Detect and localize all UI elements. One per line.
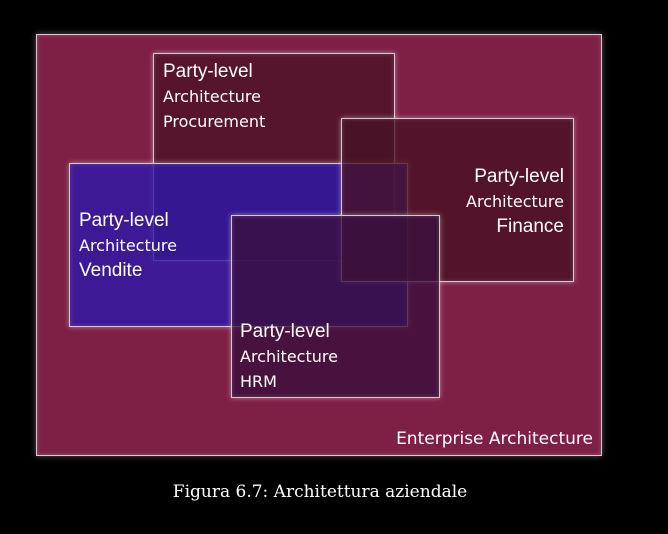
figure-caption: Figura 6.7: Architettura aziendale — [172, 482, 468, 502]
hrm-line3: HRM — [240, 372, 277, 391]
procurement-line1: Party-level — [163, 61, 253, 82]
finance-line3: Finance — [496, 216, 564, 237]
procurement-line2: Architecture — [163, 87, 261, 106]
finance-line2: Architecture — [466, 192, 564, 211]
diagram-canvas: Enterprise Architecture Party-level Arch… — [36, 34, 602, 456]
finance-line1: Party-level — [474, 166, 564, 187]
vendite-line1: Party-level — [79, 210, 169, 231]
vendite-line3: Vendite — [79, 260, 143, 281]
hrm-line2: Architecture — [240, 347, 338, 366]
hrm-line1: Party-level — [240, 321, 330, 342]
procurement-line3: Procurement — [163, 112, 266, 131]
hrm-architecture-box: Party-level Architecture HRM — [231, 215, 440, 398]
enterprise-architecture-label: Enterprise Architecture — [396, 429, 593, 449]
vendite-line2: Architecture — [79, 236, 177, 255]
